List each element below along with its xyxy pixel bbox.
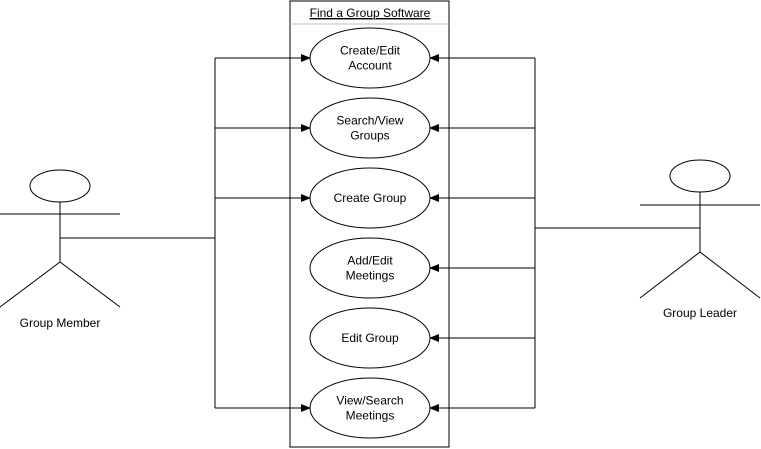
use-case-label: Groups xyxy=(350,129,389,143)
use-case-ellipse xyxy=(309,167,431,229)
use-case-ellipse xyxy=(309,307,431,369)
use-case-label: Search/View xyxy=(336,114,403,128)
use-case-label: Create Group xyxy=(334,191,407,205)
actor-right-leg xyxy=(59,261,121,308)
use-case-label: Account xyxy=(348,59,392,73)
actor-head xyxy=(29,169,91,203)
use-case-ellipse xyxy=(309,27,431,89)
use-case: Create Group xyxy=(309,167,431,229)
actor-head xyxy=(669,159,731,193)
use-case-label: Create/Edit xyxy=(340,44,401,58)
use-case-label: Meetings xyxy=(346,269,395,283)
use-case-ellipse xyxy=(309,97,431,159)
use-case-label: Add/Edit xyxy=(347,254,393,268)
use-case: Edit Group xyxy=(309,307,431,369)
use-case-ellipse xyxy=(309,237,431,299)
actor-left-leg xyxy=(0,261,61,308)
connectors xyxy=(60,54,700,412)
actor-left-leg xyxy=(639,251,701,299)
use-case-label: View/Search xyxy=(336,394,403,408)
use-case-ellipse xyxy=(309,377,431,439)
use-case-label: Edit Group xyxy=(341,331,399,345)
use-cases: Create/EditAccountSearch/ViewGroupsCreat… xyxy=(309,27,431,439)
actor-group-member: Group Member xyxy=(0,169,121,330)
actor-label: Group Member xyxy=(20,316,101,330)
actor-label: Group Leader xyxy=(663,306,737,320)
use-case-label: Meetings xyxy=(346,409,395,423)
system-title: Find a Group Software xyxy=(310,6,431,20)
actor-right-leg xyxy=(699,251,761,299)
actor-group-leader: Group Leader xyxy=(639,159,761,320)
